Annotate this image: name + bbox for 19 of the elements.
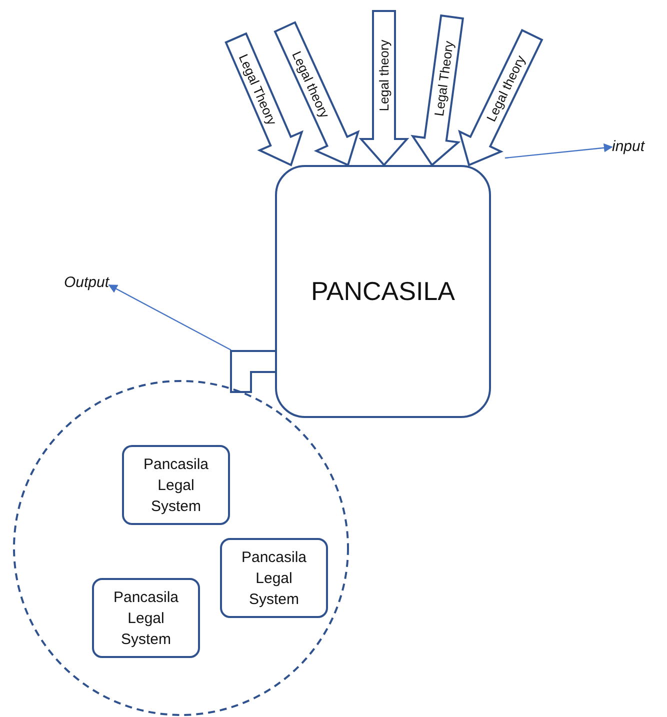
callout-text: Output bbox=[64, 274, 110, 291]
arrow bbox=[108, 284, 232, 351]
dashed-circle bbox=[13, 380, 349, 717]
block-arrow bbox=[274, 21, 360, 166]
block-arrow bbox=[358, 10, 410, 166]
block-arrow bbox=[224, 32, 304, 166]
edge-label: Legal Theory bbox=[431, 40, 456, 117]
rounded-box: Pancasila Legal System bbox=[122, 445, 230, 525]
rounded-box: Pancasila Legal System bbox=[220, 538, 328, 618]
rounded-box: Pancasila Legal System bbox=[92, 578, 200, 658]
edge-label: Legal theory bbox=[289, 48, 333, 120]
block-arrow bbox=[458, 28, 544, 166]
connector-notch bbox=[230, 350, 275, 393]
arrow bbox=[504, 143, 613, 159]
block-arrow bbox=[410, 14, 464, 166]
edge-label: Legal theory bbox=[376, 39, 392, 111]
edge-label: Legal Theory bbox=[236, 52, 280, 128]
callout-text: input bbox=[612, 138, 645, 155]
rounded-box: PANCASILA bbox=[275, 165, 491, 418]
